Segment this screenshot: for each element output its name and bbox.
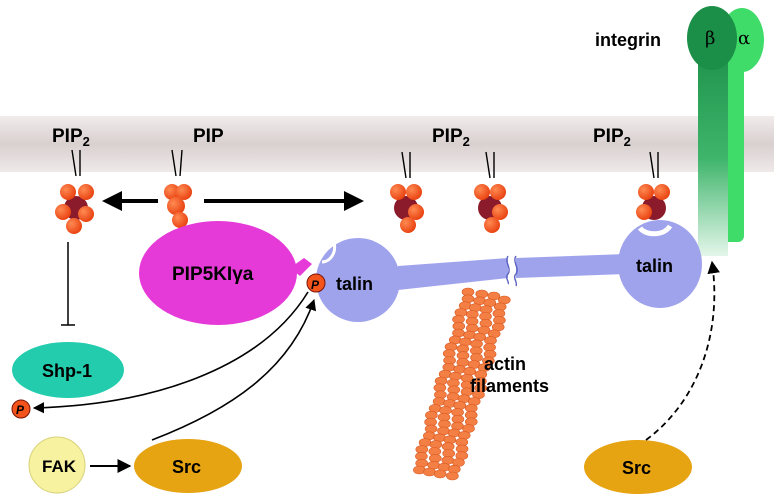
pip-label: PIP bbox=[193, 126, 224, 147]
talin-rod-break-right bbox=[513, 255, 518, 287]
integrin-beta-head bbox=[687, 6, 737, 70]
talin-rod-right bbox=[516, 254, 626, 278]
talin-label-right: talin bbox=[636, 256, 673, 276]
arrow-src-to-pip5k bbox=[151, 298, 317, 441]
talin-head-right bbox=[618, 220, 702, 308]
src-kinase-left bbox=[134, 439, 242, 493]
phospho-site-pip5k bbox=[306, 273, 326, 293]
shp1-enzyme bbox=[12, 342, 124, 398]
phospho-free bbox=[11, 399, 31, 419]
fak-kinase bbox=[28, 436, 86, 494]
arrow-dephospho bbox=[32, 291, 309, 414]
lipid-pip2-mid-1 bbox=[390, 151, 424, 233]
integrin: integrin β α bbox=[595, 6, 764, 256]
phospho-label-pip5k: P bbox=[311, 278, 320, 292]
integrin-alpha-label: α bbox=[738, 28, 750, 49]
src-label-left: Src bbox=[172, 457, 201, 477]
lipid-pip2-left bbox=[55, 149, 94, 234]
fak-label: FAK bbox=[42, 457, 77, 476]
pip2-label-right: PIP2 bbox=[593, 126, 631, 149]
pip5k-enzyme bbox=[139, 221, 297, 325]
lipid-pip2-mid-2 bbox=[474, 151, 508, 233]
src-label-right: Src bbox=[622, 458, 651, 478]
pip5k-label: PIP5KIγa bbox=[172, 264, 254, 285]
actin-bead bbox=[423, 467, 436, 477]
lipid-pip2-right bbox=[636, 151, 670, 220]
actin-filaments bbox=[413, 287, 511, 481]
integrin-label: integrin bbox=[595, 30, 661, 50]
arrow-src-to-integrin bbox=[645, 260, 720, 441]
talin-label-left: talin bbox=[336, 274, 373, 294]
pip2-label-left: PIP2 bbox=[52, 126, 90, 149]
pip2-label-mid: PIP2 bbox=[432, 126, 470, 149]
pip5k-tail bbox=[290, 258, 312, 276]
phospho-label-free: P bbox=[16, 403, 25, 417]
plasma-membrane bbox=[0, 116, 774, 172]
integrin-beta-tail bbox=[698, 40, 728, 256]
shp1-label: Shp-1 bbox=[42, 361, 92, 381]
talin-rod bbox=[398, 258, 508, 290]
actin-bead bbox=[433, 469, 447, 479]
actin-bead bbox=[446, 471, 459, 481]
lipid-pip bbox=[164, 149, 192, 228]
talin-rod-break-left bbox=[505, 255, 510, 285]
talin-head-left bbox=[316, 238, 400, 322]
integrin-beta-label: β bbox=[705, 28, 715, 49]
actin-bead bbox=[453, 401, 467, 410]
src-kinase-right bbox=[584, 440, 692, 494]
